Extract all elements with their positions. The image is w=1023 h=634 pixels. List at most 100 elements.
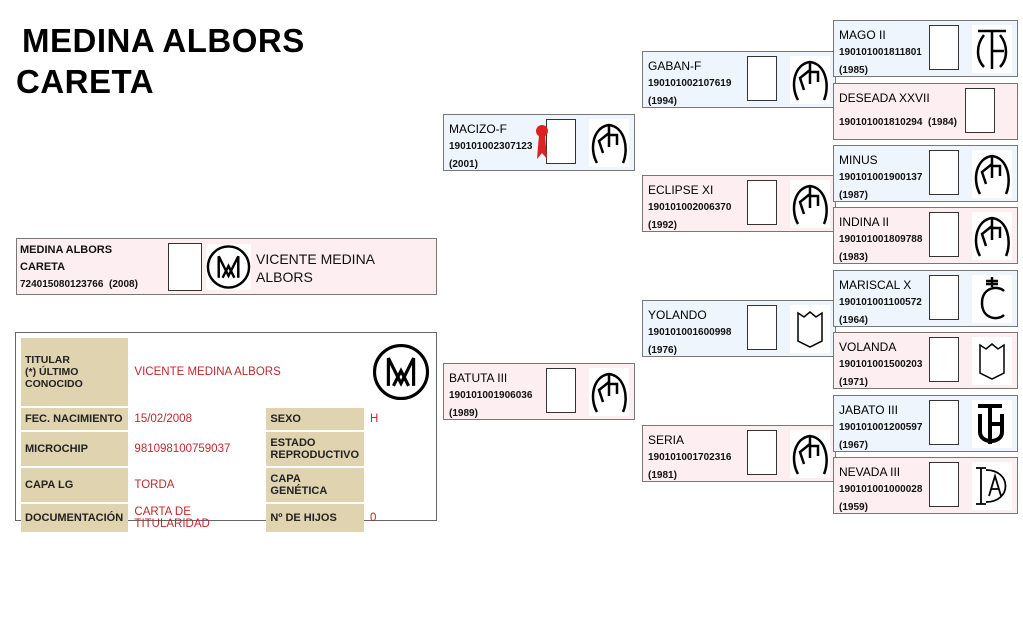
- capa-value: TORDA: [134, 479, 175, 491]
- horse-photo[interactable]: [747, 180, 777, 225]
- pedigree-card[interactable]: JABATO III 190101001200597 (1967): [833, 395, 1018, 452]
- pedigree-card[interactable]: ECLIPSE XI 190101002006370 (1992): [642, 175, 836, 232]
- horse-photo[interactable]: [546, 119, 576, 164]
- horse-name: NEVADA III: [839, 465, 901, 479]
- horse-photo[interactable]: [929, 400, 959, 445]
- horse-reg: 190101001600998: [648, 327, 732, 338]
- pedigree-card[interactable]: DESEADA XXVII 190101001810294 (1984): [833, 83, 1018, 140]
- pedigree-card[interactable]: SERIA 190101001702316 (1981): [642, 425, 836, 482]
- fec-value: 15/02/2008: [134, 413, 192, 425]
- sexo-label: SEXO: [266, 408, 364, 430]
- horse-name: VOLANDA: [839, 340, 897, 354]
- horse-reg: 190101001809788: [839, 234, 923, 245]
- m-circle-brand-icon: [206, 244, 251, 290]
- estado-value: [366, 432, 434, 466]
- shield-brand-icon: [790, 305, 830, 353]
- horse-year: (1987): [839, 190, 868, 201]
- pedigree-card[interactable]: NEVADA III 190101001000028 (1959): [833, 457, 1018, 514]
- horse-name: MAGO II: [839, 28, 886, 42]
- da-brand-icon: [972, 462, 1012, 510]
- horse-year: (1976): [648, 345, 677, 356]
- kf-brand-icon: [790, 180, 830, 228]
- subject-photo[interactable]: [168, 243, 202, 291]
- horse-name: GABAN-F: [648, 59, 702, 73]
- subject-reg: 724015080123766: [20, 279, 104, 290]
- horse-name: MINUS: [839, 153, 878, 167]
- horse-photo[interactable]: [929, 150, 959, 195]
- horse-reg: 190101001200597: [839, 422, 923, 433]
- horse-year: (1983): [839, 252, 868, 263]
- pedigree-card[interactable]: BATUTA III 190101001906036 (1989): [443, 363, 635, 420]
- th-brand-icon: [972, 25, 1012, 73]
- kf-brand-icon: [972, 150, 1012, 198]
- pedigree-card[interactable]: VOLANDA 190101001500203 (1971): [833, 332, 1018, 389]
- subject-owner: VICENTE MEDINA ALBORS: [256, 251, 375, 285]
- horse-photo[interactable]: [929, 25, 959, 70]
- pedigree-card[interactable]: GABAN-F 190101002107619 (1994): [642, 51, 836, 108]
- horse-photo[interactable]: [747, 305, 777, 350]
- horse-photo[interactable]: [546, 368, 576, 413]
- tf-brand-icon: [972, 400, 1012, 448]
- page-title-line1: MEDINA ALBORS: [22, 22, 305, 59]
- horse-reg: 190101001500203: [839, 359, 923, 370]
- horse-year: (1971): [839, 377, 868, 388]
- horse-photo[interactable]: [747, 430, 777, 475]
- pedigree-card[interactable]: YOLANDO 190101001600998 (1976): [642, 300, 836, 357]
- horse-photo[interactable]: [929, 275, 959, 320]
- horse-name: YOLANDO: [648, 308, 707, 322]
- horse-year: (2001): [449, 159, 478, 170]
- capagen-value: [366, 468, 434, 502]
- microchip-label: MICROCHIP: [21, 432, 129, 466]
- kf-brand-icon: [972, 212, 1012, 260]
- titular-label: TITULAR (*) ÚLTIMO CONOCIDO: [21, 338, 129, 406]
- horse-year: (1984): [928, 117, 957, 128]
- horse-photo[interactable]: [929, 212, 959, 257]
- doc-value: CARTA DE TITULARIDAD: [134, 506, 210, 530]
- horse-photo[interactable]: [747, 56, 777, 101]
- horse-year: (1981): [648, 470, 677, 481]
- hijos-label: Nº DE HIJOS: [266, 504, 364, 532]
- horse-reg: 190101001100572: [839, 297, 922, 308]
- horse-reg: 190101001906036: [449, 390, 533, 401]
- horse-reg: 190101001000028: [839, 484, 923, 495]
- horse-reg: 190101001811801: [839, 47, 922, 58]
- subject-name2: CARETA: [20, 261, 66, 273]
- horse-year: (1959): [839, 502, 868, 513]
- horse-name: MACIZO-F: [449, 122, 507, 136]
- horse-name: DESEADA XXVII: [839, 91, 930, 105]
- award-rosette-icon: [536, 123, 548, 161]
- capa-label: CAPA LG: [21, 468, 129, 502]
- horse-year: (1992): [648, 220, 677, 231]
- horse-photo[interactable]: [929, 462, 959, 507]
- horse-reg: 190101001702316: [648, 452, 732, 463]
- subject-card: MEDINA ALBORS CARETA 724015080123766 (20…: [16, 238, 437, 295]
- horse-name: BATUTA III: [449, 371, 508, 385]
- kf-brand-icon: [589, 119, 629, 167]
- horse-name: SERIA: [648, 433, 685, 447]
- horse-name: MARISCAL X: [839, 278, 912, 292]
- info-panel: TITULAR (*) ÚLTIMO CONOCIDO VICENTE MEDI…: [15, 332, 437, 532]
- pedigree-card[interactable]: MINUS 190101001900137 (1987): [833, 145, 1018, 202]
- horse-year: (1994): [648, 96, 677, 107]
- pedigree-card[interactable]: MAGO II 190101001811801 (1985): [833, 20, 1018, 77]
- page-title-line2: CARETA: [16, 63, 155, 100]
- horse-year: (1964): [839, 315, 868, 326]
- titular-value: VICENTE MEDINA ALBORS: [134, 366, 281, 378]
- horse-photo[interactable]: [929, 337, 959, 382]
- horse-reg: 190101001900137: [839, 172, 923, 183]
- c-cross-brand-icon: [972, 275, 1012, 323]
- horse-year: (1989): [449, 408, 478, 419]
- horse-year: (1985): [839, 65, 868, 76]
- pedigree-card[interactable]: MARISCAL X 190101001100572 (1964): [833, 270, 1018, 327]
- horse-photo[interactable]: [965, 88, 995, 133]
- horse-name: INDINA II: [839, 215, 890, 229]
- doc-label: DOCUMENTACIÓN: [21, 504, 129, 532]
- horse-year: (1967): [839, 440, 868, 451]
- shield-brand-icon: [972, 337, 1012, 385]
- sexo-value: H: [370, 413, 379, 425]
- pedigree-card[interactable]: INDINA II 190101001809788 (1983): [833, 207, 1018, 264]
- estado-label: ESTADO REPRODUCTIVO: [266, 432, 364, 466]
- kf-brand-icon: [790, 430, 830, 478]
- pedigree-card[interactable]: MACIZO-F 190101002307123 (2001): [443, 114, 635, 171]
- m-circle-brand-icon: [372, 343, 430, 401]
